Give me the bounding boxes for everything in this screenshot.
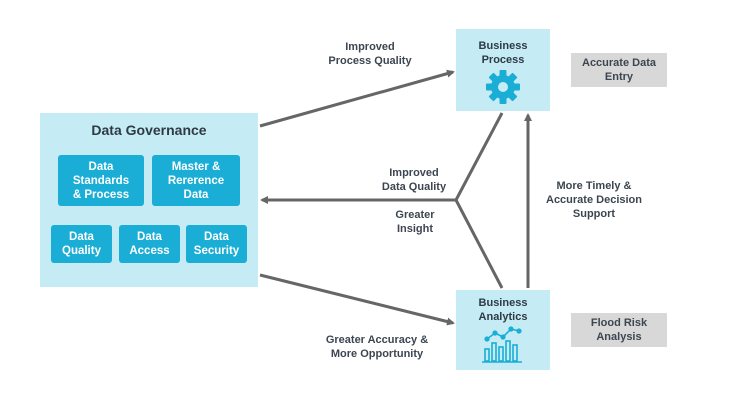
label-greater-insight: Greater Insight	[395, 209, 435, 235]
line-analytics-to-junction	[454, 199, 504, 289]
tile-data-access: Data Access	[119, 225, 180, 263]
data-governance-title: Data Governance	[91, 122, 207, 138]
example-accurate-data-entry: Accurate Data Entry	[571, 53, 667, 87]
arrow-governance-to-analytics	[259, 273, 455, 326]
tile-master-reference-data: Master & Rererence Data	[152, 155, 240, 206]
bar-chart-icon	[482, 326, 522, 363]
label-improved-process-quality: Improved Process Quality	[328, 41, 412, 67]
example-flood-risk-analysis: Flood Risk Analysis	[571, 313, 667, 347]
line-process-to-junction	[454, 112, 504, 201]
label-greater-accuracy: Greater Accuracy & More Opportunity	[325, 334, 429, 360]
gear-icon	[486, 70, 520, 104]
arrow-governance-to-process	[259, 69, 455, 128]
business-process-title: Business Process	[478, 40, 528, 66]
tile-data-quality: Data Quality	[51, 225, 112, 263]
business-analytics-title: Business Analytics	[478, 297, 528, 323]
tile-data-security: Data Security	[186, 225, 247, 263]
tile-data-standards: Data Standards & Process	[58, 155, 144, 206]
label-more-timely-decision-support: More Timely & Accurate Decision Support	[546, 180, 642, 220]
label-improved-data-quality: Improved Data Quality	[381, 167, 447, 193]
